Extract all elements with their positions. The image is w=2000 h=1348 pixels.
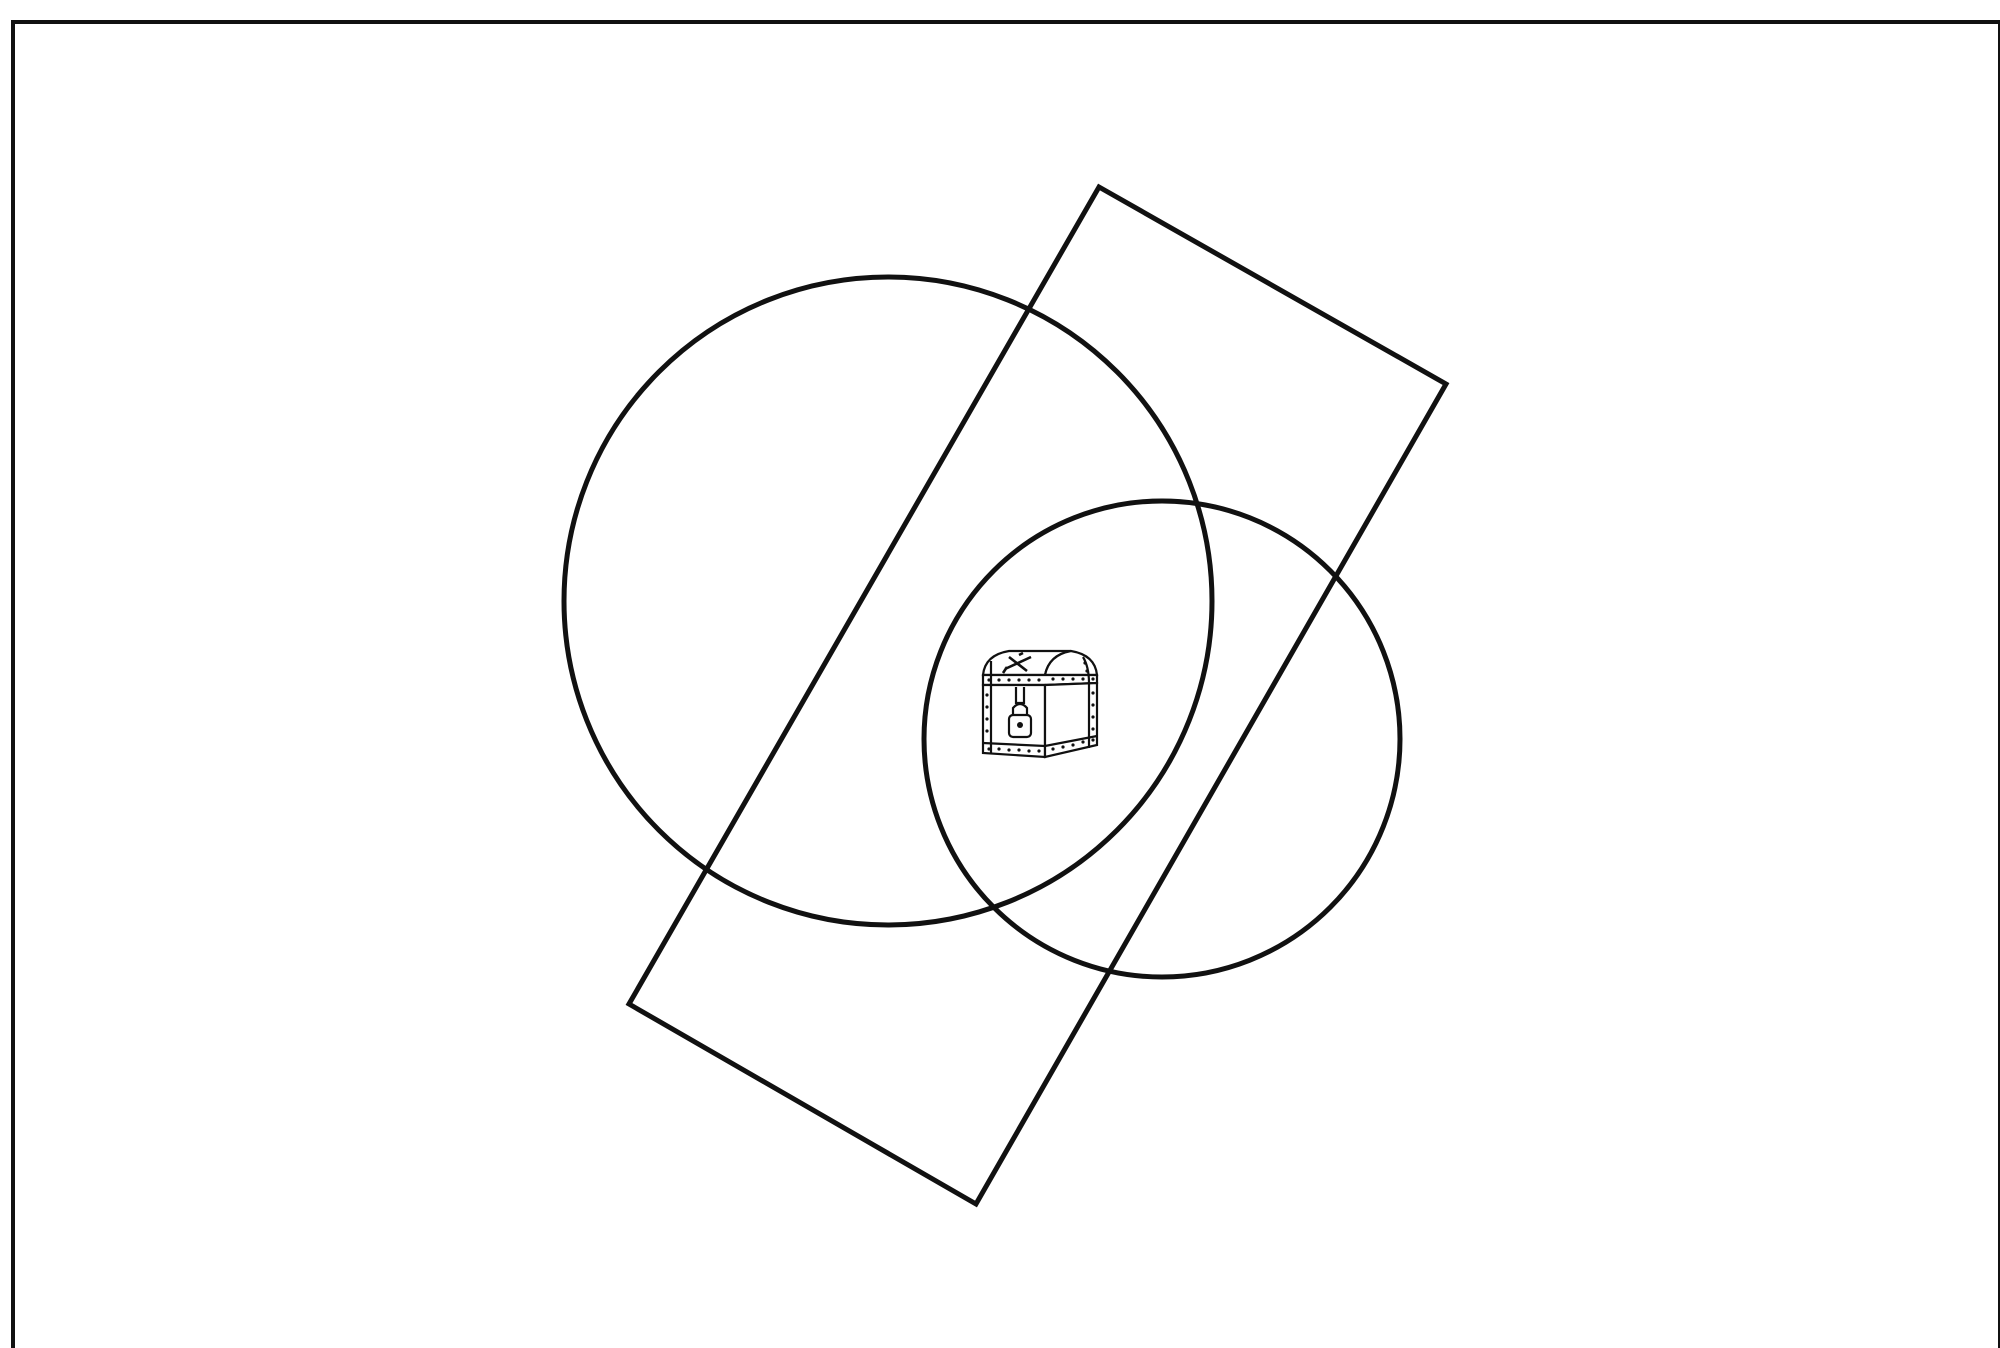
- large-circle: [564, 277, 1212, 925]
- treasure-chest-icon: [983, 651, 1097, 757]
